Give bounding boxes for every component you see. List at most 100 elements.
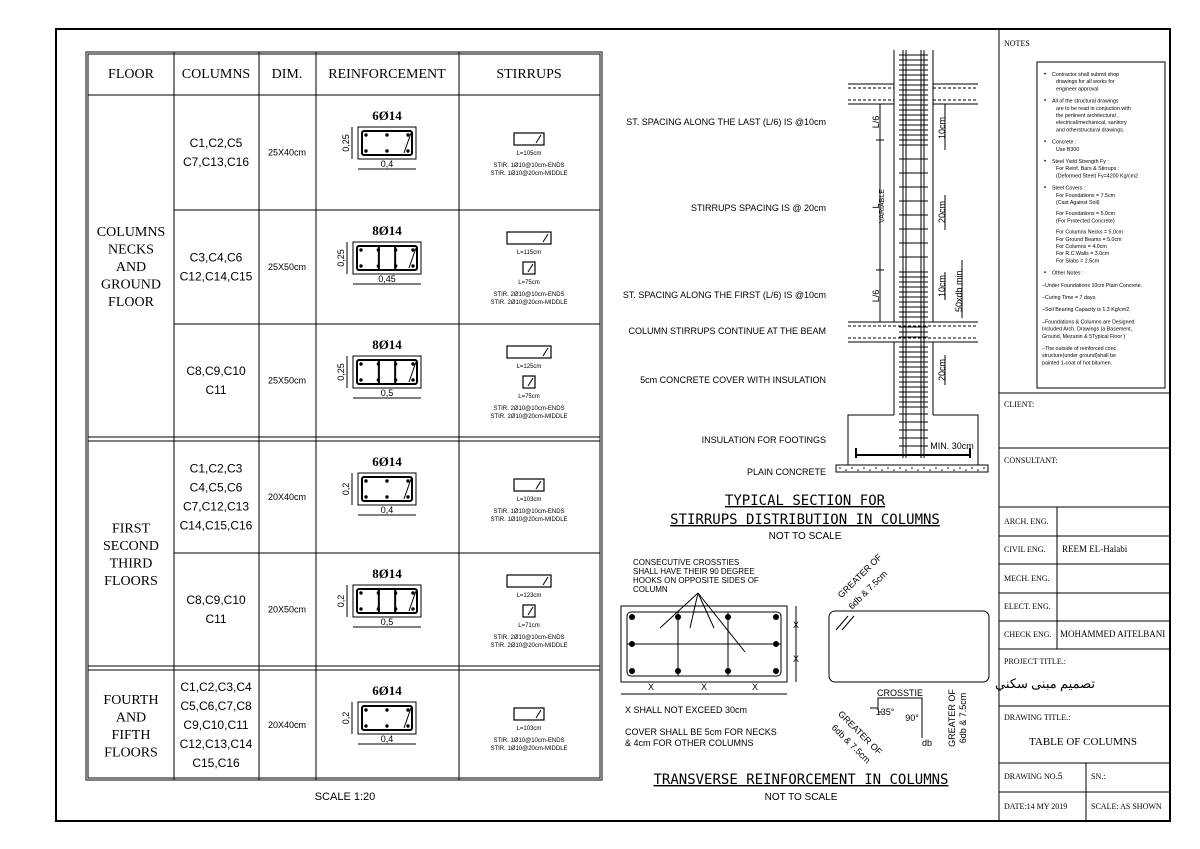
column-ids-line: C8,C9,C10 [186, 593, 246, 607]
dim-l6-top: L/6 [871, 116, 881, 129]
column-dim: 25X50cm [268, 376, 306, 386]
note-line: Steel Yield Strength Fy : [1052, 159, 1109, 165]
label-insulation: INSULATION FOR FOOTINGS [702, 435, 826, 445]
note-line: drawings for all works for [1056, 79, 1115, 85]
stirrup-length: L=75cm [518, 394, 540, 400]
column-ids-line: C11 [205, 612, 226, 626]
stirrup-length: L=103cm [517, 497, 542, 503]
civil-eng-label: CIVIL ENG. [1004, 545, 1045, 554]
floor-label-line: AND [116, 260, 146, 275]
note-line: For Foundations = 5.0cm [1056, 211, 1116, 217]
section-bottom-dim: 0,5 [381, 388, 394, 398]
stirrup-note: STIR. 1Ø10@10cm-ENDS [493, 738, 564, 744]
stirrup-note: STIR. 1Ø10@10cm-ENDS [493, 509, 564, 515]
note-line: For R.C.Walls = 3.0cm [1056, 251, 1110, 257]
dim-50db: 50xdb min. [954, 268, 964, 312]
x-limit-note: X SHALL NOT EXCEED 30cm [625, 705, 747, 715]
crossties-note-2: SHALL HAVE THEIR 90 DEGREE [633, 567, 755, 576]
note-line: Contractor shall submit shop [1052, 72, 1119, 78]
x-label-2: X [701, 682, 707, 692]
bar-count: 6Ø14 [372, 683, 402, 698]
note-bullet: • [1044, 271, 1046, 277]
crossties-note-3: HOOKS ON OPPOSITE SIDES OF [633, 576, 759, 585]
header-stirrups: STIRRUPS [496, 67, 561, 82]
typical-section: ST. SPACING ALONG THE LAST (L/6) IS @10c… [623, 50, 989, 542]
note-line: For Columns = 4.0cm [1056, 244, 1107, 250]
column-ids-line: C1,C2,C3 [190, 462, 243, 476]
note-bullet: • [1044, 99, 1046, 105]
bar-count: 6Ø14 [372, 108, 402, 123]
note-line: Steel Covers : [1052, 186, 1085, 192]
floor-label-line: GROUND [101, 278, 161, 293]
header-reinforcement: REINFORCEMENT [328, 67, 446, 82]
floor-label-line: FOURTH [103, 693, 158, 708]
stirrup-length: L=75cm [518, 280, 540, 286]
transverse-title: TRANSVERSE REINFORCEMENT IN COLUMNS [653, 772, 948, 788]
column-ids-line: C8,C9,C10 [186, 364, 246, 378]
x-label-5: X [793, 654, 799, 664]
column-ids-line: C9,C10,C11 [183, 718, 248, 732]
crossties-note-1: CONSECUTIVE CROSSTIES [633, 558, 739, 567]
columns-table: FLOOR COLUMNS DIM. REINFORCEMENT STIRRUP… [85, 51, 603, 803]
dim-min30: MIN. 30cm [930, 441, 974, 451]
note-line: the pertinent architectural , [1056, 113, 1119, 119]
section-bottom-dim: 0,4 [381, 159, 394, 169]
note-line: For Reinf. Bars & Stirrups : [1056, 166, 1119, 172]
stirrup-note: STIR. 2Ø10@20cm-MIDDLE [490, 300, 567, 306]
transverse-subtitle: NOT TO SCALE [765, 792, 838, 803]
stirrup-note: STIR. 1Ø10@20cm-MIDDLE [490, 171, 567, 177]
section-side-dim: 0,2 [341, 712, 351, 725]
column-ids-line: C12,C13,C14 [180, 737, 253, 751]
dim-20cm-low: 20cm [937, 359, 947, 381]
stirrup-note: STIR. 2Ø10@10cm-ENDS [493, 406, 564, 412]
angle-90: 90° [905, 713, 919, 723]
note-line: For Foundations = 7.5cm [1056, 193, 1116, 199]
client-label: CLIENT: [1004, 400, 1034, 409]
note-line: For Columns Necks = 5.0cm [1056, 230, 1124, 236]
check-eng-label: CHECK ENG. [1004, 630, 1052, 639]
bar-count: 6Ø14 [372, 454, 402, 469]
floor-label-line: FLOOR [108, 295, 155, 310]
project-title-value: تصميم مبنى سكني [995, 676, 1095, 692]
stirrup-note: STIR. 2Ø10@20cm-MIDDLE [490, 643, 567, 649]
note-line: All of the structural drawings [1052, 99, 1119, 105]
header-floor: FLOOR [108, 67, 155, 82]
note-bullet: • [1044, 72, 1046, 78]
note-line: For Ground Beams = 5.0cm [1056, 237, 1122, 243]
label-plain-concrete: PLAIN CONCRETE [747, 467, 826, 477]
section-side-dim: 0,25 [336, 363, 346, 381]
column-ids-line: C11 [205, 383, 226, 397]
stirrup-length: L=125cm [517, 364, 542, 370]
section-title-1: TYPICAL SECTION FOR [725, 493, 886, 509]
scale-label: SCALE: AS SHOWN [1091, 802, 1162, 811]
note-line: –Under Foundations 10cm Plain Concrete. [1042, 283, 1142, 289]
stirrup-note: STIR. 1Ø10@20cm-MIDDLE [490, 746, 567, 752]
note-line: painted 1-coat of hot bitumen. [1042, 360, 1112, 366]
note-bullet: • [1044, 140, 1046, 146]
column-dim: 20X40cm [268, 720, 306, 730]
note-line: Ground, Mezanin & 5Typical Floor ) [1042, 334, 1126, 340]
dim-variable: VARIABLE [879, 189, 886, 223]
title-block: NOTES •Contractor shall submit shopdrawi… [995, 29, 1170, 821]
drawing-no-value: 5 [1058, 771, 1063, 781]
sn-label: SN.: [1091, 772, 1105, 781]
drawing-no-label: DRAWING NO.: [1004, 772, 1060, 781]
note-line: Concrete : [1052, 140, 1076, 146]
note-line: are to be read in conjuction with [1056, 106, 1131, 112]
stirrup-length: L=71cm [518, 623, 540, 629]
mech-eng-label: MECH. ENG. [1004, 574, 1050, 583]
label-concrete-cover: 5cm CONCRETE COVER WITH INSULATION [640, 375, 826, 385]
dim-10cm-bottom: 10cm [937, 275, 947, 297]
civil-eng-value: REEM EL-Halabi [1062, 544, 1128, 554]
floor-label-line: FIRST [112, 521, 151, 536]
floor-label-line: FLOORS [104, 745, 158, 760]
cover-note-1: COVER SHALL BE 5cm FOR NECKS [625, 727, 777, 737]
label-middle-spacing: STIRRUPS SPACING IS @ 20cm [691, 203, 826, 213]
note-line: –Curing Time = 7 days. [1042, 295, 1097, 301]
